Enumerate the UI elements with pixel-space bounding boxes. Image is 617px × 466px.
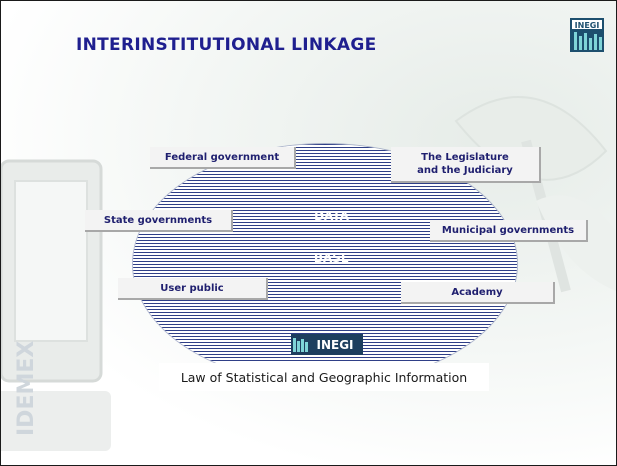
logo-top-text: INEGI xyxy=(575,21,600,30)
slide-title: INTERINSTITUTIONAL LINKAGE xyxy=(76,35,377,55)
inegi-logo-top: INEGI xyxy=(570,18,604,52)
entity-legislature-judiciary: The Legislature and the Judiciary xyxy=(391,147,541,183)
entity-state-governments: State governments xyxy=(85,210,233,232)
entity-user-public: User public xyxy=(118,278,268,300)
entity-municipal-governments: Municipal governments xyxy=(430,220,588,242)
monitor-background-image xyxy=(1,159,111,451)
watermark-text: IDEMEX xyxy=(14,341,39,436)
logo-center-text: INEGI xyxy=(316,338,353,352)
inegi-logo-center: INEGI xyxy=(291,334,363,355)
database-label-line2: BASE xyxy=(313,251,350,265)
entity-federal-government: Federal government xyxy=(150,147,296,169)
database-label-line1: DATA xyxy=(314,209,349,223)
entity-academy: Academy xyxy=(401,282,555,304)
idemex-watermark: IDEMEX xyxy=(14,341,39,436)
law-caption: Law of Statistical and Geographic Inform… xyxy=(159,363,489,391)
